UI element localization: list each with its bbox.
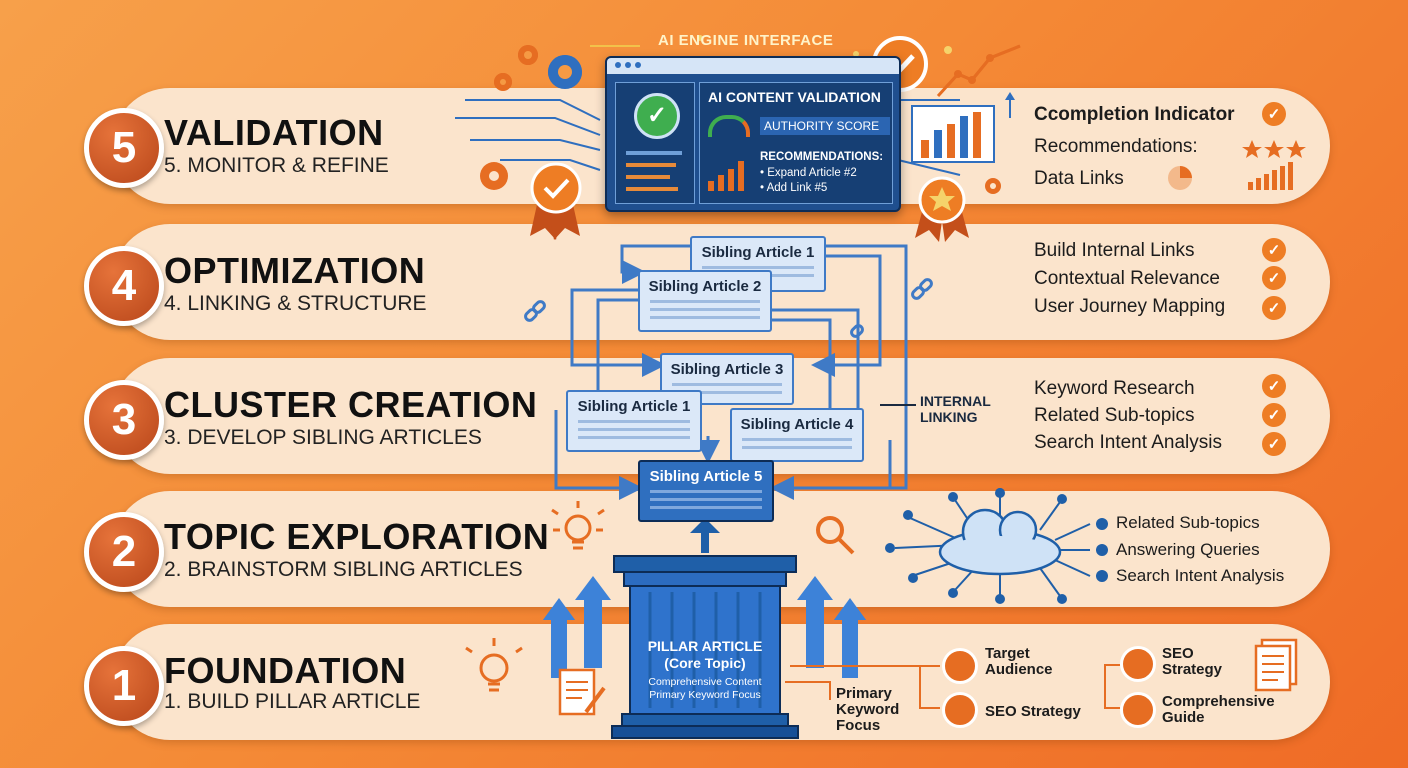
rec-item-2: • Add Link #5: [760, 182, 828, 194]
article-title: Sibling Article 2: [648, 278, 762, 295]
stage-2-title: TOPIC EXPLORATION: [164, 516, 550, 557]
check-icon: ✓: [1262, 296, 1286, 320]
seo-strategy-label: SEO Strategy: [985, 703, 1081, 720]
stage-4-number: 4: [84, 246, 164, 326]
stage-1-number: 1: [84, 646, 164, 726]
pillar-column-icon: [611, 555, 799, 739]
check-icon: ✓: [1262, 432, 1286, 456]
primary-keyword-label: Primary Keyword Focus: [836, 685, 900, 734]
star-badge-icon: [915, 176, 969, 242]
exploration-item-2: Answering Queries: [1116, 540, 1260, 559]
validation-info-card: AI CONTENT VALIDATION AUTHORITY SCORE RE…: [699, 82, 893, 204]
engine-label: AI ENGINE INTERFACE: [658, 32, 834, 49]
target-audience-label: Target Audience: [985, 645, 1053, 678]
validation-item-2: Recommendations:: [1034, 136, 1198, 157]
rec-item-1: • Expand Article #2: [760, 167, 857, 179]
cluster-item-1: Keyword Research: [1034, 378, 1195, 399]
stage-2-subtitle: 2. BRAINSTORM SIBLING ARTICLES: [164, 558, 523, 581]
trend-chart-icon: [708, 159, 746, 191]
guide-icon: [1120, 692, 1156, 728]
stage-1-title: FOUNDATION: [164, 650, 407, 691]
stage-3-title: CLUSTER CREATION: [164, 384, 538, 425]
validation-check-card: ✓: [615, 82, 695, 204]
article-card-4: Sibling Article 4: [730, 408, 864, 462]
stage-2-number: 2: [84, 512, 164, 592]
award-ribbon-icon: [530, 162, 582, 240]
check-icon: ✓: [1262, 403, 1286, 427]
gauge-icon: [708, 115, 750, 137]
magnifier-icon: [1120, 646, 1156, 682]
bullet-dot: [1096, 544, 1108, 556]
pillar-title: PILLAR ARTICLE: [647, 638, 763, 654]
check-icon: ✓: [1262, 102, 1286, 126]
stage-5-subtitle: 5. MONITOR & REFINE: [164, 154, 389, 177]
network-icon: [942, 692, 978, 728]
stage-1-subtitle: 1. BUILD PILLAR ARTICLE: [164, 690, 421, 713]
pillar-core: (Core Topic): [664, 655, 746, 671]
stage-5-title: VALIDATION: [164, 112, 384, 153]
target-icon: [942, 648, 978, 684]
check-icon: ✓: [1262, 374, 1286, 398]
validation-item-1: Ccompletion Indicator: [1034, 104, 1235, 125]
seo-strategy-label-2: SEO Strategy: [1162, 645, 1223, 678]
check-icon: ✓: [1262, 238, 1286, 262]
stage-4-title: OPTIMIZATION: [164, 250, 426, 291]
cluster-item-3: Search Intent Analysis: [1034, 432, 1222, 453]
cluster-item-2: Related Sub-topics: [1034, 405, 1195, 426]
article-card-2: Sibling Article 2: [638, 270, 772, 332]
panel-title: AI CONTENT VALIDATION: [708, 89, 881, 105]
bullet-dot: [1096, 570, 1108, 582]
validation-item-3: Data Links: [1034, 168, 1124, 189]
article-title: Sibling Article 5: [649, 468, 763, 485]
article-card-1-left: Sibling Article 1: [566, 390, 702, 452]
stage-5-number: 5: [84, 108, 164, 188]
exploration-item-1: Related Sub-topics: [1116, 513, 1260, 532]
comprehensive-guide-label: Comprehensive Guide: [1162, 693, 1275, 726]
stage-3-number: 3: [84, 380, 164, 460]
exploration-item-3: Search Intent Analysis: [1116, 566, 1285, 585]
check-circle-icon: ✓: [634, 93, 680, 139]
article-title: Sibling Article 1: [577, 398, 691, 415]
rec-title: RECOMMENDATIONS:: [760, 151, 884, 163]
article-card-3: Sibling Article 3: [660, 353, 794, 405]
article-title: Sibling Article 4: [740, 416, 854, 433]
optimization-item-2: Contextual Relevance: [1034, 268, 1220, 289]
optimization-item-3: User Journey Mapping: [1034, 296, 1226, 317]
stage-4-subtitle: 4. LINKING & STRUCTURE: [164, 292, 427, 315]
pillar-line-1: Comprehensive Content: [648, 676, 762, 688]
stage-3-subtitle: 3. DEVELOP SIBLING ARTICLES: [164, 426, 482, 449]
pillar-line-2: Primary Keyword Focus: [649, 689, 761, 701]
article-card-5: Sibling Article 5: [638, 460, 774, 522]
internal-linking-label: INTERNAL LINKING: [920, 393, 991, 425]
score-label: AUTHORITY SCORE: [760, 117, 890, 135]
bullet-dot: [1096, 518, 1108, 530]
article-title: Sibling Article 1: [701, 244, 815, 261]
panel-titlebar: [607, 58, 899, 74]
optimization-item-1: Build Internal Links: [1034, 240, 1195, 261]
check-icon: ✓: [1262, 266, 1286, 290]
article-title: Sibling Article 3: [670, 361, 784, 378]
ai-validation-panel: ✓ AI CONTENT VALIDATION AUTHORITY SCORE …: [605, 56, 901, 212]
